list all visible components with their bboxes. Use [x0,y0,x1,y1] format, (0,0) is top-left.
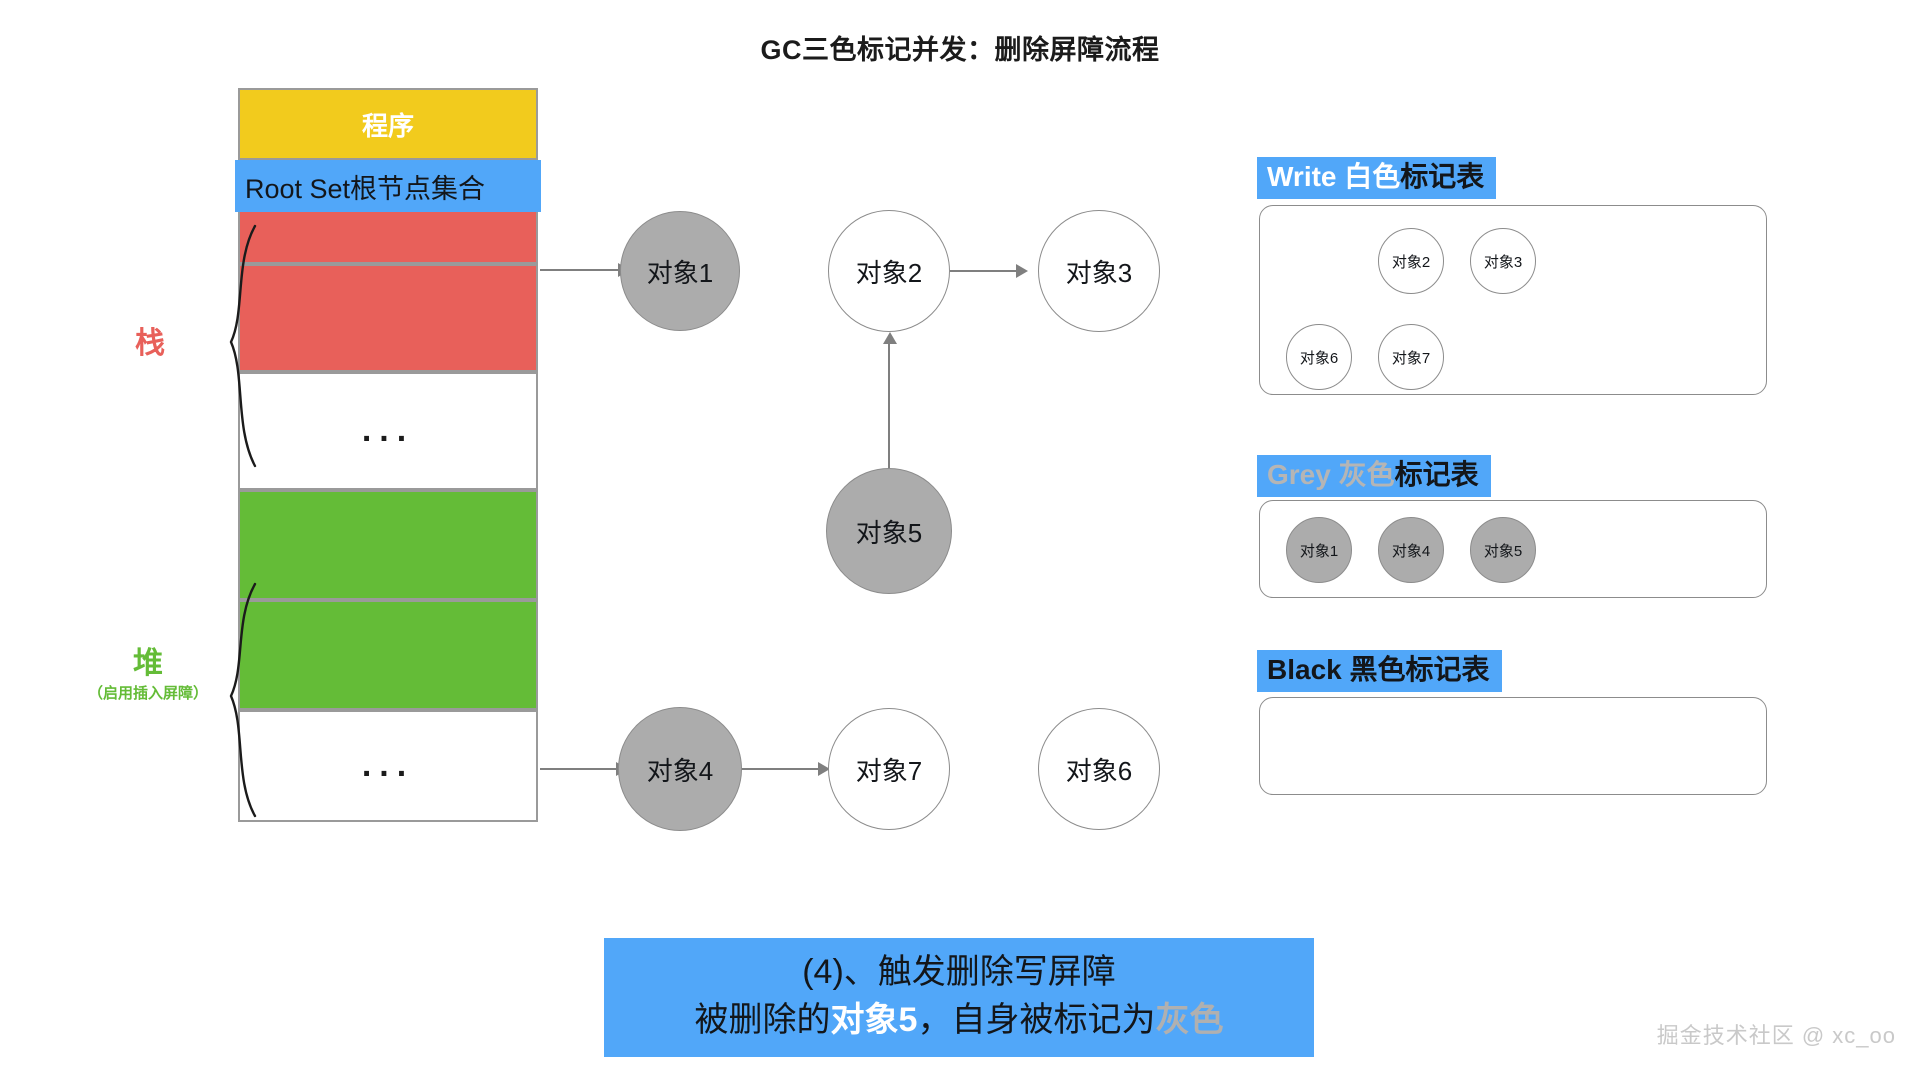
edge-heap-to-obj4 [540,768,618,770]
chip-obj3[interactable]: 对象3 [1470,228,1536,294]
edge-obj5-to-obj2 [888,340,890,472]
white-title-en: Write [1267,161,1345,192]
stack-ellipsis-band: ... [238,372,538,490]
heap-label: 堆 （启用插入屏障） [88,645,208,703]
arrowhead-obj5-to-obj2 [883,332,897,344]
node-obj1[interactable]: 对象1 [620,211,740,331]
grey-title-cn-colored: 灰色 [1338,459,1395,490]
stack-brace [229,224,257,468]
white-title-cn-plain: 标记表 [1400,161,1485,192]
white-mark-table-box: 对象2 对象3 对象6 对象7 [1259,205,1767,395]
program-band: 程序 [238,88,538,160]
ellipsis-glyph: ... [361,411,415,450]
caption-emphasis-grey: 灰色 [1155,1001,1224,1040]
grey-mark-table-title: Grey 灰色标记表 [1257,455,1491,498]
black-mark-table-title: Black 黑色标记表 [1257,650,1502,693]
caption-line-1: (4)、触发删除写屏障 [802,953,1116,991]
chip-obj1[interactable]: 对象1 [1286,517,1352,583]
white-mark-table-title: Write 白色标记表 [1257,157,1497,200]
chip-obj4[interactable]: 对象4 [1378,517,1444,583]
black-title-cn-plain: 标记表 [1405,654,1490,685]
chip-obj7[interactable]: 对象7 [1378,324,1444,390]
white-title-cn-colored: 白色 [1344,161,1401,192]
black-title-en: Black [1267,654,1350,685]
caption-l2-part1: 被删除的 [694,1001,831,1040]
black-title-cn-colored: 黑色 [1349,654,1406,685]
node-obj5[interactable]: 对象5 [826,468,952,594]
caption-l2-part2: ，自身被标记为 [917,1001,1156,1040]
memory-column: 程序 ... ... Root Set根节点集合 [235,88,541,822]
watermark: 掘金技术社区 @ xc_oo [1656,1023,1896,1048]
ellipsis-glyph-2: ... [361,746,415,785]
page-title: GC三色标记并发：删除屏障流程 [760,35,1160,65]
node-obj3[interactable]: 对象3 [1038,210,1160,332]
heap-ellipsis-band: ... [238,710,538,822]
caption-banner: (4)、触发删除写屏障 被删除的对象5，自身被标记为灰色 [604,938,1314,1057]
stack-frame-2 [238,264,538,372]
black-mark-table-box [1259,697,1767,795]
heap-frame-2 [238,600,538,710]
caption-line-2: 被删除的对象5，自身被标记为灰色 [610,996,1308,1044]
node-obj7[interactable]: 对象7 [828,708,950,830]
heap-brace [229,582,257,818]
edge-obj2-to-obj3 [950,270,1018,272]
edge-obj4-to-obj7 [742,768,820,770]
arrowhead-obj2-to-obj3 [1016,264,1028,278]
chip-obj5[interactable]: 对象5 [1470,517,1536,583]
caption-emphasis-obj5: 对象5 [830,1001,918,1040]
chip-obj2[interactable]: 对象2 [1378,228,1444,294]
root-set-band: Root Set根节点集合 [235,160,541,212]
grey-title-en: Grey [1267,459,1339,490]
node-obj4[interactable]: 对象4 [618,707,742,831]
chip-obj6[interactable]: 对象6 [1286,324,1352,390]
heap-label-sub: （启用插入屏障） [88,684,209,702]
heap-frame-1 [238,490,538,600]
edge-root-to-obj1 [540,269,620,271]
heap-label-main: 堆 [133,647,163,680]
stack-label: 栈 [135,327,165,360]
grey-title-cn-plain: 标记表 [1394,459,1479,490]
node-obj2[interactable]: 对象2 [828,210,950,332]
arrowhead-obj4-to-obj7 [818,762,830,776]
node-obj6[interactable]: 对象6 [1038,708,1160,830]
grey-mark-table-box: 对象1 对象4 对象5 [1259,500,1767,598]
